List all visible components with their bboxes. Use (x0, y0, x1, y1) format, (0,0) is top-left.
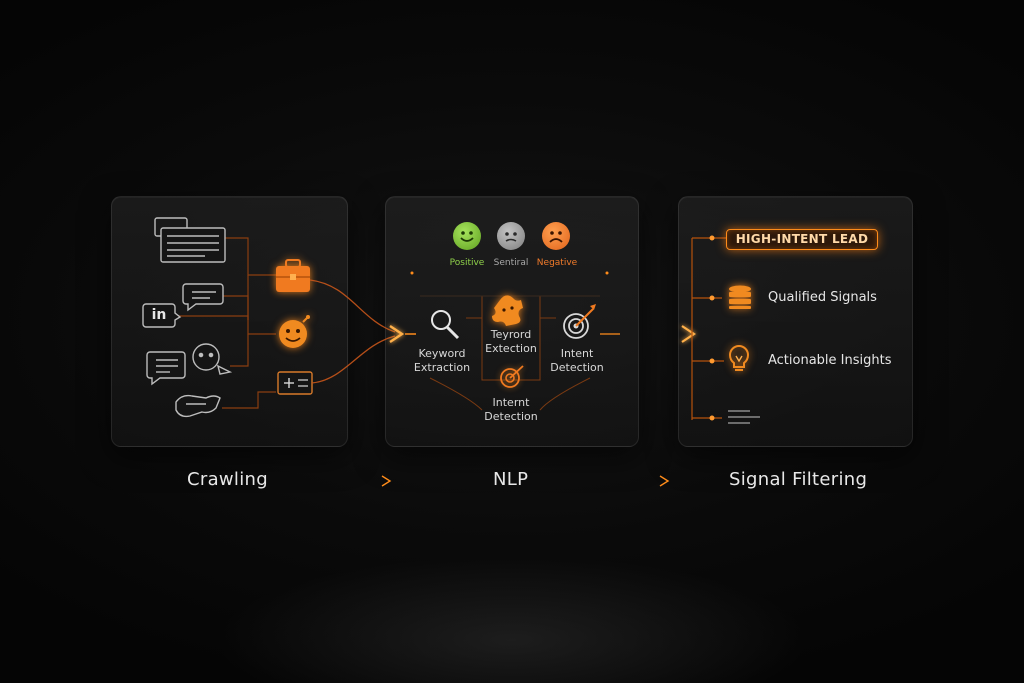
intent-detection-label: Intent Detection (544, 347, 610, 375)
stage-label-nlp: NLP (493, 469, 529, 490)
linkedin-label: in (151, 307, 167, 323)
teyword-extection-label: Teyrord Extection (478, 328, 544, 356)
actionable-insights-label: Actionable Insights (768, 353, 892, 368)
positive-face-icon (453, 222, 481, 250)
internt-detection-label: Internt Detection (478, 396, 544, 424)
keyword-line-2: Extraction (413, 361, 471, 374)
sentiment-negative-label: Negative (536, 258, 578, 268)
intent-line-2: Detection (550, 361, 604, 374)
teyword-line-1: Teyrord (490, 328, 532, 341)
neutral-face-icon (497, 222, 525, 250)
internt-line-1: Internt (492, 396, 530, 409)
stage-connectors (300, 475, 670, 487)
sentiment-neutral-label: Sentiral (493, 258, 529, 268)
keyword-extraction-label: Keyword Extraction (408, 347, 476, 375)
keyword-line-1: Keyword (418, 347, 466, 360)
internt-line-2: Detection (484, 410, 538, 423)
stage-label-signal-filtering: Signal Filtering (729, 469, 868, 490)
stage-label-crawling: Crawling (187, 469, 268, 490)
qualified-signals-label: Qualified Signals (768, 290, 877, 305)
teyword-line-2: Extection (485, 342, 537, 355)
intent-line-1: Intent (560, 347, 594, 360)
sentiment-positive-label: Positive (449, 258, 485, 268)
high-intent-lead-badge: HIGH-INTENT LEAD (726, 229, 878, 250)
negative-face-icon (542, 222, 570, 250)
